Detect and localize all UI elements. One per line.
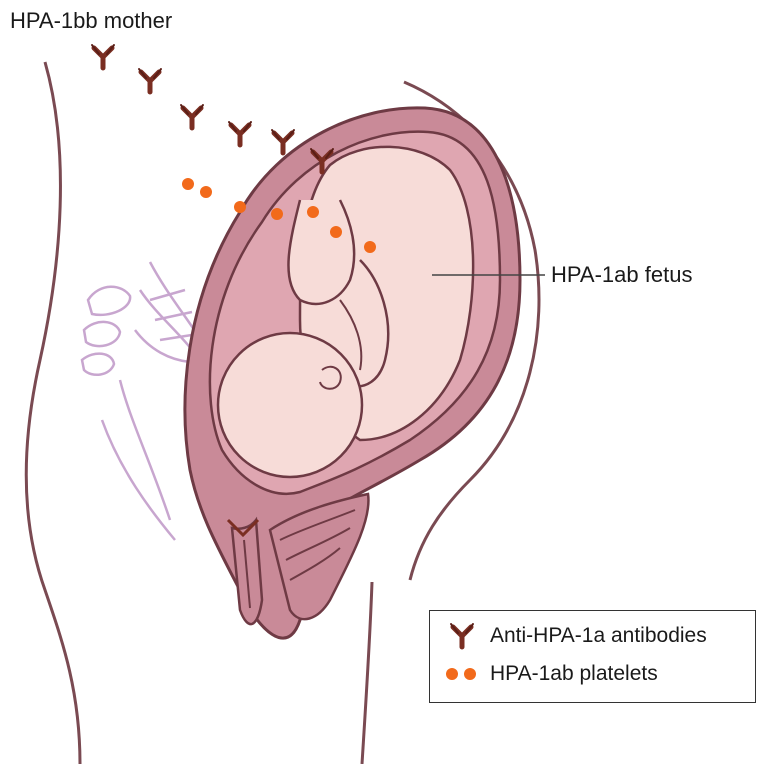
platelet-dot xyxy=(364,241,376,253)
platelet-dot xyxy=(271,208,283,220)
mother-label: HPA-1bb mother xyxy=(10,8,172,34)
antibody-icon xyxy=(181,105,203,128)
platelet-dot xyxy=(330,226,342,238)
platelet-dot xyxy=(200,186,212,198)
antibody-icon xyxy=(139,69,161,92)
fetus-label: HPA-1ab fetus xyxy=(551,262,692,288)
antibody-icon xyxy=(229,122,251,145)
legend-item-platelets: HPA-1ab platelets xyxy=(444,659,658,689)
legend-label-platelets: HPA-1ab platelets xyxy=(490,662,658,686)
fetus-head xyxy=(218,333,362,477)
mother-back-outline xyxy=(26,62,80,764)
legend-label-antibodies: Anti-HPA-1a antibodies xyxy=(490,624,707,648)
antibody-icon xyxy=(272,130,294,153)
legend: Anti-HPA-1a antibodies HPA-1ab platelets xyxy=(429,610,756,703)
platelet-dot xyxy=(234,201,246,213)
legend-item-antibodies: Anti-HPA-1a antibodies xyxy=(444,621,707,651)
antibody-icon xyxy=(444,621,480,651)
platelet-dot xyxy=(307,206,319,218)
platelet-icon xyxy=(444,659,480,689)
platelet-dot xyxy=(182,178,194,190)
antibody-icon xyxy=(92,45,114,68)
fetus-leg xyxy=(288,200,354,304)
mother-lower-outline xyxy=(362,582,372,764)
